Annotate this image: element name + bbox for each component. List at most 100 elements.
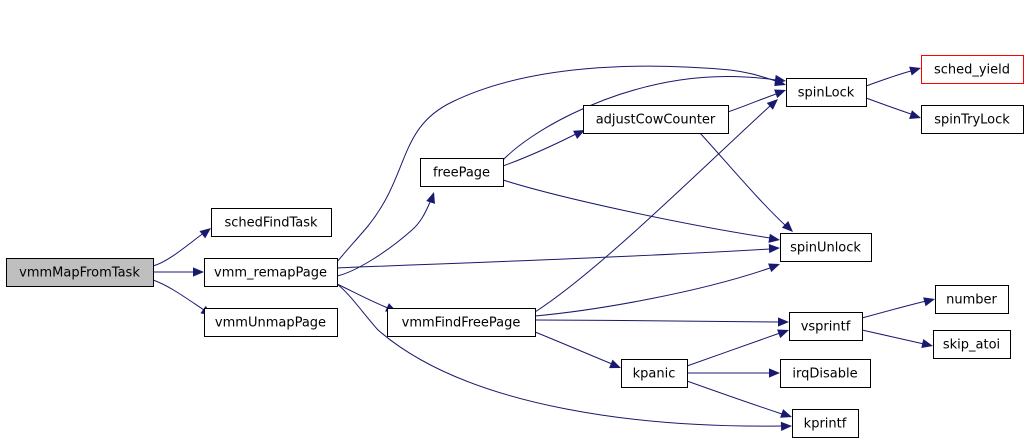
edge-spinLock-to-spinTryLock (865, 97, 921, 119)
node-label: irqDisable (792, 367, 857, 382)
edge-line (336, 283, 389, 309)
arrow-head-icon (199, 228, 211, 239)
node-label: vmm_remapPage (214, 266, 327, 281)
edge-line (865, 97, 912, 115)
edge-line (336, 201, 431, 277)
node-vmmMapFromTask[interactable]: vmmMapFromTask (6, 258, 154, 287)
edge-kpanic-to-kprintf (686, 380, 792, 418)
edge-line (534, 267, 771, 317)
arrow-head-icon (768, 233, 780, 243)
node-vmmUnmapPage[interactable]: vmmUnmapPage (204, 308, 338, 337)
arrow-head-icon (777, 329, 789, 339)
node-box[interactable] (387, 308, 536, 337)
node-box[interactable] (933, 330, 1011, 359)
node-spinLock[interactable]: spinLock (786, 78, 867, 107)
node-box[interactable] (621, 359, 688, 388)
arrow-head-icon (909, 66, 921, 76)
node-label: kprintf (804, 417, 847, 432)
node-label: kpanic (633, 367, 676, 382)
arrow-head-icon (573, 130, 585, 139)
edge-line (727, 93, 777, 113)
node-vmm_remapPage[interactable]: vmm_remapPage (204, 258, 338, 287)
arrow-head-icon (781, 221, 793, 232)
edge-kpanic-to-irqDisable (687, 368, 780, 378)
node-label: spinTryLock (934, 113, 1010, 128)
edge-adjustCowCounter-to-spinLock (727, 89, 786, 113)
arrow-head-icon (774, 89, 786, 99)
node-box[interactable] (789, 312, 863, 341)
node-schedFindTask[interactable]: schedFindTask (211, 208, 332, 237)
node-label: sched_yield (934, 63, 1010, 78)
arrow-head-icon (426, 192, 435, 204)
edge-line (861, 329, 925, 345)
arrow-head-icon (921, 339, 933, 349)
node-box[interactable] (935, 285, 1009, 314)
node-vsprintf[interactable]: vsprintf (789, 312, 863, 341)
node-box[interactable] (921, 55, 1024, 84)
edge-freePage-to-spinUnlock (502, 179, 780, 243)
nodes-layer: vmmMapFromTask schedFindTask vmm_remapPage… (6, 55, 1024, 438)
arrow-head-icon (774, 74, 786, 85)
node-label: skip_atoi (943, 338, 1000, 353)
node-label: vsprintf (801, 320, 851, 335)
node-label: vmmUnmapPage (215, 316, 326, 331)
node-box[interactable] (786, 78, 867, 107)
node-box[interactable] (6, 258, 154, 287)
node-skip_atoi[interactable]: skip_atoi (933, 330, 1011, 359)
edge-freePage-to-spinLock (502, 74, 786, 161)
edge-adjustCowCounter-to-spinUnlock (699, 132, 793, 232)
edge-line (502, 76, 777, 161)
node-box[interactable] (211, 208, 332, 237)
edge-spinLock-to-sched_yield (865, 66, 921, 87)
edge-vmmMapFromTask-to-schedFindTask (152, 228, 211, 267)
node-label: number (946, 293, 997, 308)
edge-line (686, 380, 783, 415)
node-kprintf[interactable]: kprintf (792, 409, 859, 438)
node-kpanic[interactable]: kpanic (621, 359, 688, 388)
edge-vmm_remapPage-to-spinUnlock (336, 243, 780, 269)
node-number[interactable]: number (935, 285, 1009, 314)
arrow-head-icon (768, 243, 780, 254)
edge-line (502, 133, 577, 167)
edge-vmm_remapPage-to-kprintf (336, 283, 792, 431)
edge-line (152, 279, 205, 311)
node-box[interactable] (921, 105, 1024, 134)
edge-line (336, 248, 771, 269)
node-box[interactable] (780, 359, 871, 388)
node-label: spinUnlock (790, 241, 861, 256)
node-label: schedFindTask (224, 216, 318, 231)
edge-line (699, 132, 787, 227)
node-box[interactable] (204, 308, 338, 337)
edge-freePage-to-adjustCowCounter (502, 130, 585, 167)
edge-kpanic-to-vsprintf (686, 329, 789, 367)
node-spinUnlock[interactable]: spinUnlock (780, 233, 872, 262)
node-irqDisable[interactable]: irqDisable (780, 359, 871, 388)
edge-line (861, 300, 927, 319)
node-spinTryLock[interactable]: spinTryLock (921, 105, 1024, 134)
edge-line (686, 332, 781, 367)
edge-vmm_remapPage-to-freePage (336, 192, 435, 277)
edge-line (336, 283, 783, 427)
edge-vmmMapFromTask-to-vmm_remapPage (153, 267, 204, 277)
edge-vmm_remapPage-to-spinLock (336, 65, 786, 263)
node-adjustCowCounter[interactable]: adjustCowCounter (583, 105, 729, 134)
edge-line (502, 179, 771, 239)
node-freePage[interactable]: freePage (420, 158, 504, 187)
node-sched_yield[interactable]: sched_yield (921, 55, 1024, 84)
arrow-head-icon (193, 267, 204, 277)
node-box[interactable] (792, 409, 859, 438)
arrow-head-icon (778, 317, 789, 327)
edge-vmmFindFreePage-to-kpanic (534, 331, 621, 369)
arrow-head-icon (768, 263, 780, 273)
node-box[interactable] (583, 105, 729, 134)
edge-line (336, 65, 777, 263)
node-box[interactable] (204, 258, 338, 287)
node-label: vmmFindFreePage (402, 316, 521, 331)
edge-line (865, 70, 912, 87)
node-vmmFindFreePage[interactable]: vmmFindFreePage (387, 308, 536, 337)
node-box[interactable] (420, 158, 504, 187)
arrow-head-icon (766, 99, 778, 110)
edge-vsprintf-to-skip_atoi (861, 329, 933, 349)
node-box[interactable] (780, 233, 872, 262)
arrow-head-icon (780, 409, 792, 418)
